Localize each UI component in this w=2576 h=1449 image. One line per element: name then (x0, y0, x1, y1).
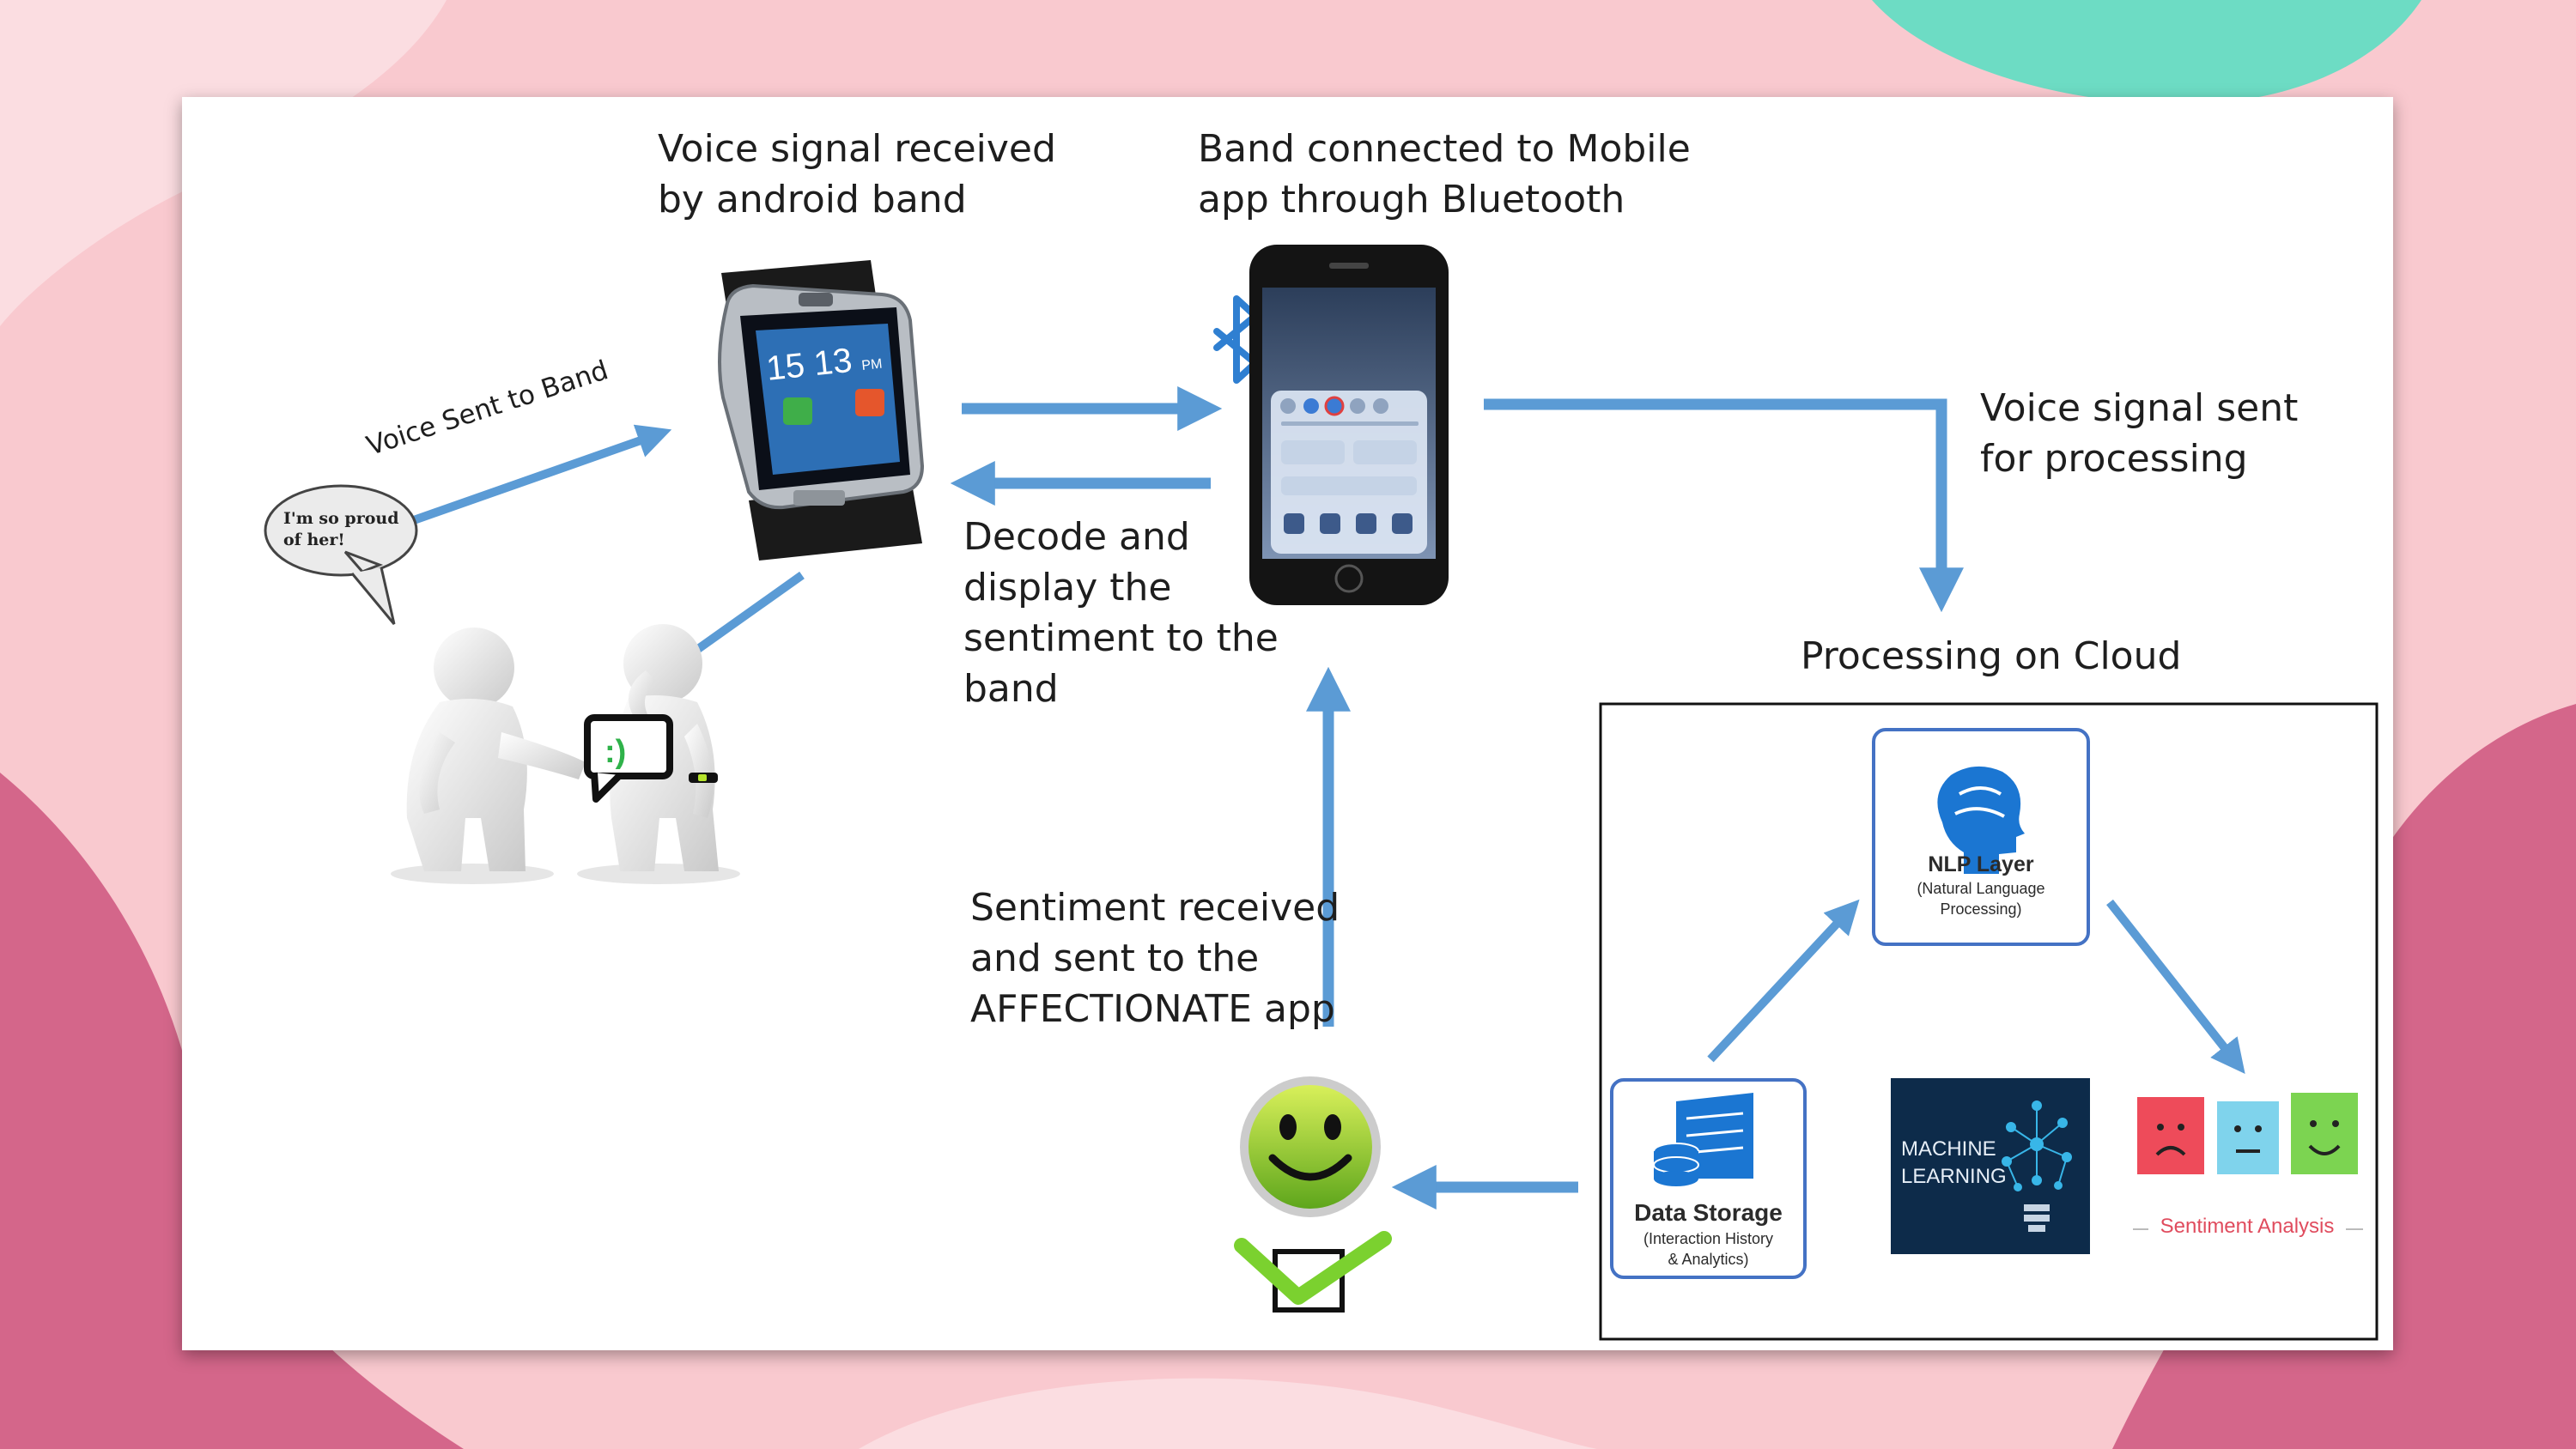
emoji-text: :) (605, 734, 626, 770)
sentiment-analysis-text: Sentiment Analysis (2160, 1215, 2335, 1238)
nlp-layer-subtitle: (Natural Language Processing) (1917, 880, 2045, 918)
smartphone-image (1249, 245, 1449, 605)
label-voice-processing: Voice signal sent for processing (1980, 386, 2299, 481)
machine-learning-tile (1891, 1078, 2090, 1254)
data-storage-subtitle: (Interaction History & Analytics) (1643, 1230, 1774, 1268)
label-band-connected: Band connected to Mobile app through Blu… (1198, 127, 1691, 221)
arrow-phone-to-cloud (1484, 398, 1964, 613)
label-processing-cloud: Processing on Cloud (1801, 634, 2182, 678)
arrow-voice-to-band (380, 424, 672, 536)
people-talking-image (391, 624, 740, 884)
database-icon (1653, 1093, 1753, 1186)
speech-text: I'm so proud of her! (283, 509, 404, 549)
smartwatch-image: 15 13 PM (718, 260, 925, 561)
data-storage-title: Data Storage (1634, 1199, 1783, 1226)
watch-time: 15 13 (764, 342, 854, 388)
arrow-storage-to-nlp (1707, 899, 1860, 1063)
label-sentiment-received: Sentiment received and sent to the AFFEC… (970, 886, 1340, 1031)
sentiment-faces-image (2133, 1093, 2363, 1230)
checkmark-icon (1234, 1231, 1392, 1313)
label-decode: Decode and display the sentiment to the … (963, 515, 1279, 711)
arrow-nlp-to-sentiment (2106, 899, 2245, 1074)
label-voice-received: Voice signal received by android band (658, 127, 1056, 221)
machine-learning-text: MACHINE LEARNING (1901, 1137, 2007, 1188)
brain-head-icon (1937, 766, 2025, 874)
smiley-face-icon (1240, 1076, 1381, 1217)
diagram-artwork: 15 13 PM (264, 245, 2379, 1341)
speech-bubble: I'm so proud of her! (264, 484, 418, 625)
diagram-slide: 15 13 PM (182, 97, 2393, 1350)
nlp-layer-title: NLP Layer (1928, 852, 2034, 876)
watch-pm: PM (861, 357, 884, 373)
emoji-message-bubble: :) (584, 714, 673, 803)
